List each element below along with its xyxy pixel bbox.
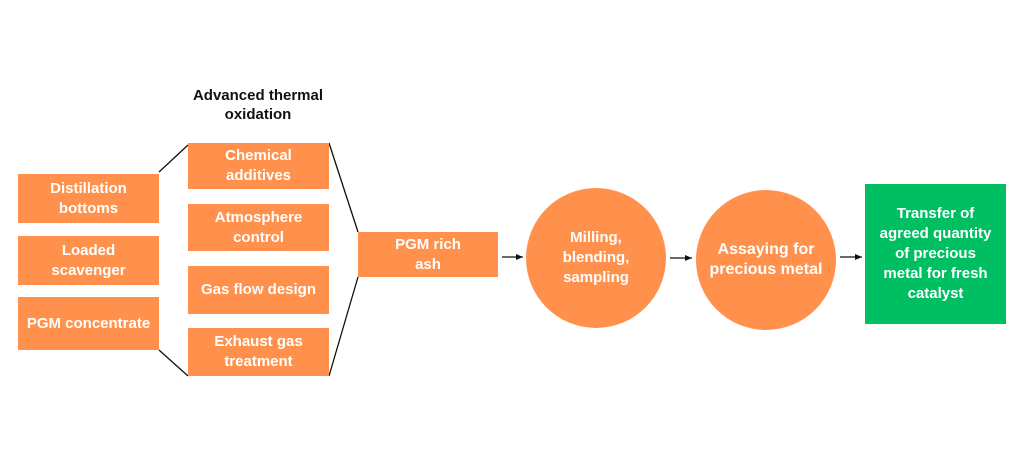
input-label: PGM concentrate: [26, 314, 151, 332]
ash-label: PGM rich ash: [395, 235, 461, 273]
converge-line-bottom: [328, 276, 359, 377]
input-box-distillation-bottoms: Distillation bottoms: [18, 174, 159, 223]
step-box-atmosphere-control: Atmosphere control: [188, 204, 329, 251]
step-label: Chemical additives: [225, 147, 292, 184]
diagram-title: Advanced thermal oxidation: [192, 87, 324, 123]
input-label: Loaded scavenger: [51, 241, 126, 279]
step-box-gas-flow-design: Gas flow design: [188, 266, 329, 314]
step-box-exhaust-gas-treatment: Exhaust gas treatment: [188, 328, 329, 376]
bracket-line-top: [158, 144, 189, 173]
step-label: Exhaust gas treatment: [214, 333, 303, 370]
step-label: Atmosphere control: [214, 208, 303, 246]
assaying-circle: Assaying for precious metal: [696, 190, 836, 330]
converge-line-top: [328, 142, 359, 233]
bracket-line-bottom: [158, 349, 189, 377]
input-box-pgm-concentrate: PGM concentrate: [18, 297, 159, 350]
input-box-loaded-scavenger: Loaded scavenger: [18, 236, 159, 285]
milling-label: Milling, blending, sampling: [562, 229, 630, 286]
assaying-label: Assaying for precious metal: [709, 241, 823, 278]
ash-box: PGM rich ash: [358, 232, 498, 277]
step-label: Gas flow design: [200, 281, 317, 298]
step-box-chemical-additives: Chemical additives: [188, 143, 329, 189]
milling-circle: Milling, blending, sampling: [526, 188, 666, 328]
transfer-box: Transfer of agreed quantity of precious …: [865, 184, 1006, 324]
input-label: Distillation bottoms: [50, 179, 127, 217]
transfer-label: Transfer of agreed quantity of precious …: [879, 205, 992, 302]
